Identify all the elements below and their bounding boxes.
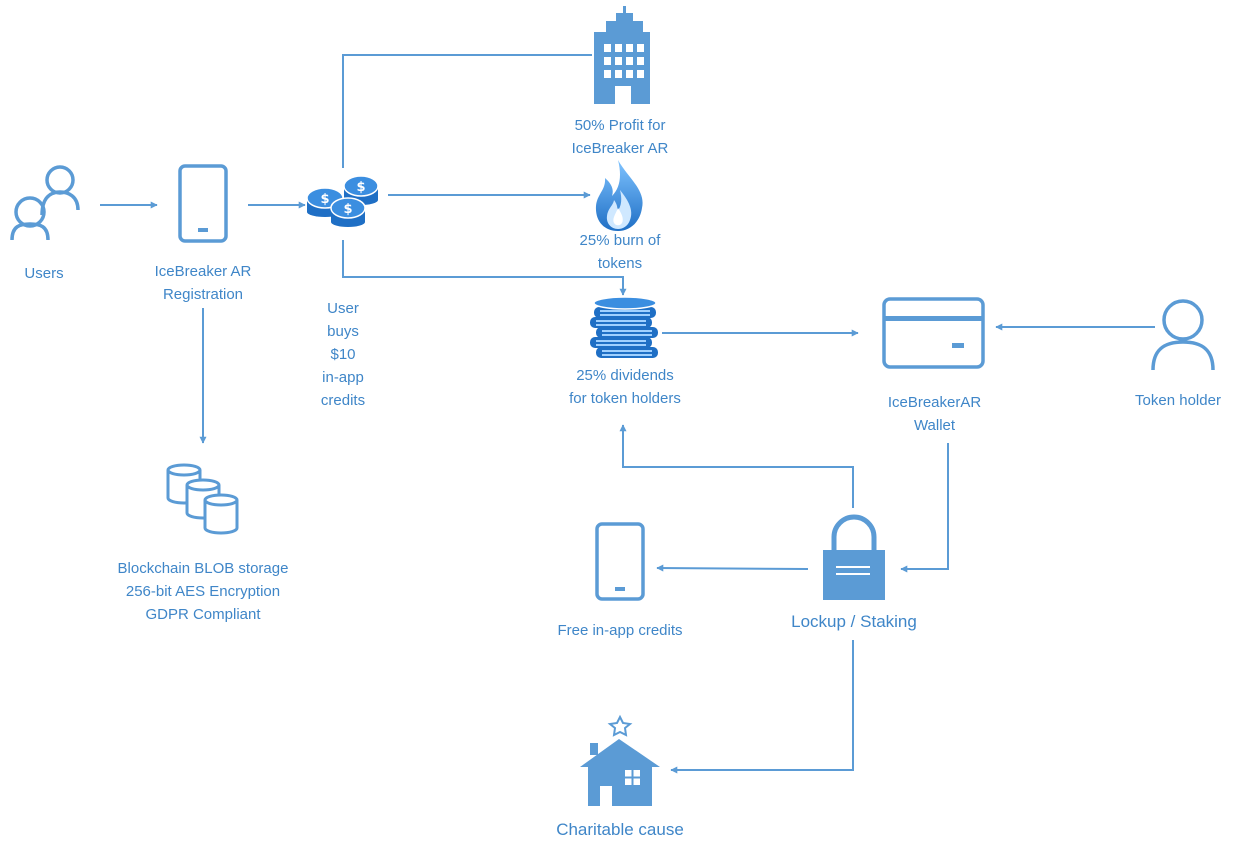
coin-symbol: $	[320, 192, 329, 207]
arrow-wallet-to-staking	[900, 443, 949, 573]
profit-label: 50% Profit for IceBreaker AR	[571, 117, 669, 157]
token-holder-label: Token holder	[1135, 392, 1221, 409]
connectors	[100, 54, 1155, 774]
users-label: Users	[24, 265, 64, 282]
padlock-icon	[823, 514, 885, 600]
database-icon	[166, 463, 239, 535]
registration-label: IceBreaker AR Registration	[154, 263, 252, 303]
wallet-label: IceBreakerAR Wallet	[887, 394, 982, 434]
arrow-staking-to-free-credits	[656, 564, 809, 572]
arrow-staking-to-dividends	[619, 424, 854, 508]
free-credits-label: Free in-app credits	[557, 622, 683, 639]
staking-label: Lockup / Staking	[791, 612, 917, 631]
dollar-coins-icon: $ $ $	[306, 175, 379, 227]
house-star-icon	[580, 714, 660, 806]
coin-stack-icon	[590, 296, 658, 358]
charity-label: Charitable cause	[556, 820, 684, 839]
mobile-phone-icon	[595, 522, 645, 601]
flame-icon	[595, 160, 643, 231]
purchase-label: User buys $10 in-app credits	[320, 300, 366, 409]
storage-label: Blockchain BLOB storage 256-bit AES Encr…	[117, 560, 289, 623]
coin-symbol: $	[343, 202, 352, 217]
burn-label: 25% burn of tokens	[579, 232, 661, 272]
users-icon	[10, 165, 80, 241]
dividends-label: 25% dividends for token holders	[569, 367, 681, 407]
mobile-phone-icon	[178, 164, 228, 243]
office-building-icon	[594, 6, 650, 104]
arrow-purchase-to-dividends	[342, 240, 627, 296]
coin-symbol: $	[356, 180, 365, 195]
arrow-staking-to-charity	[670, 640, 854, 774]
credit-card-icon	[882, 297, 985, 369]
arrow-purchase-to-profit	[342, 54, 592, 168]
user-icon	[1151, 299, 1215, 371]
